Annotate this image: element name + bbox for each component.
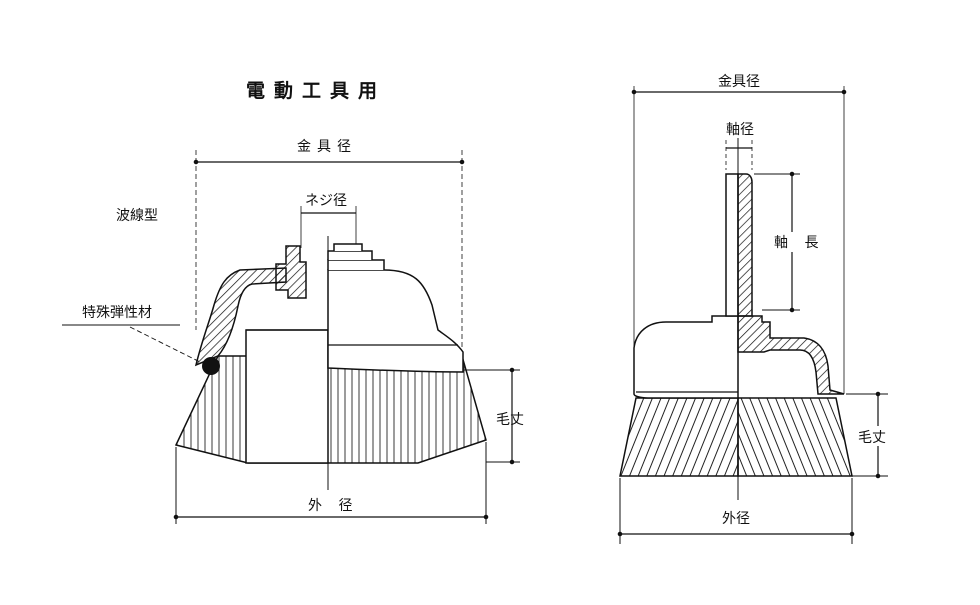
right-fitting-diameter-dimension xyxy=(631,86,847,394)
right-figure: 金具径 軸径 xyxy=(617,74,892,544)
left-screw-diameter-dimension xyxy=(300,206,357,248)
left-hex-nut xyxy=(275,245,307,299)
left-brush-body xyxy=(174,243,487,464)
right-fitting-diameter-label: 金具径 xyxy=(718,74,760,90)
right-outer-diameter-dimension xyxy=(617,478,855,544)
right-shaft-length-label: 軸 長 xyxy=(774,235,824,251)
left-special-elastic-leader xyxy=(62,324,201,363)
left-fitting-diameter-label: 金具径 xyxy=(297,139,357,155)
left-screw-diameter-label: ネジ径 xyxy=(305,193,347,209)
right-cup-dome xyxy=(633,315,739,399)
right-bristle-length-label-bg xyxy=(856,426,892,446)
right-shaft-diameter-dimension xyxy=(725,140,753,170)
left-elastic-ball xyxy=(202,357,220,375)
right-bristle-left xyxy=(619,397,739,477)
left-figure: 電動工具用 金具径 ネジ径 波線型 特殊弾性材 xyxy=(62,80,524,524)
right-bristle-right xyxy=(737,397,853,477)
right-shaft-length-label-bg xyxy=(772,232,816,252)
left-cup-dome xyxy=(327,269,464,373)
left-bristle-length-dimension xyxy=(464,367,520,465)
left-outer-diameter-label: 外 径 xyxy=(308,498,358,514)
left-wave-type-label: 波線型 xyxy=(116,208,158,224)
left-bristle-length-label: 毛丈 xyxy=(496,412,524,428)
left-special-elastic-label: 特殊弾性材 xyxy=(82,305,152,321)
left-fitting-diameter-dimension xyxy=(193,150,465,352)
right-shaft-diameter-label: 軸径 xyxy=(726,122,754,138)
right-cup-section xyxy=(737,315,845,395)
right-shaft-left xyxy=(725,173,739,317)
right-shaft-section xyxy=(737,173,753,317)
right-bristle-length-label: 毛丈 xyxy=(858,430,886,446)
left-outer-diameter-dimension xyxy=(173,442,489,524)
right-outer-diameter-label: 外径 xyxy=(722,511,750,527)
left-inner-cup xyxy=(245,329,329,464)
right-brush-body xyxy=(619,173,853,477)
left-title: 電動工具用 xyxy=(246,80,386,102)
